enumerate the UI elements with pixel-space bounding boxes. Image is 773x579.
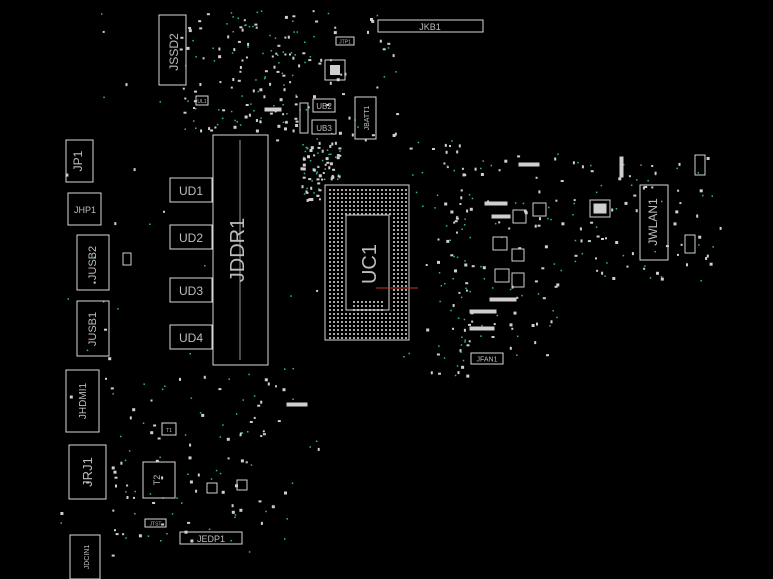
jkb1-label: JKB1 bbox=[419, 22, 441, 32]
connector-jhdmi1: JHDMI1 bbox=[65, 369, 100, 433]
connector-jtp1: JTP1 bbox=[324, 36, 355, 81]
cpu-uc1: UC1 bbox=[324, 184, 418, 341]
uc1-label: UC1 bbox=[359, 244, 381, 284]
memory-chip-ud4: UD4 bbox=[169, 324, 213, 350]
jdcin1-label: JDCIN1 bbox=[84, 545, 91, 570]
chip-ub2: UB2 bbox=[312, 98, 336, 113]
jusb2-label: JUSB2 bbox=[87, 246, 99, 280]
jddr1-label: JDDR1 bbox=[227, 218, 249, 282]
connector-jusb2: JUSB2 bbox=[76, 234, 110, 291]
ub2-label: UB2 bbox=[316, 102, 332, 111]
connector-jdcin1: JDCIN1 bbox=[69, 534, 101, 579]
connector-jedp1: JEDP1 bbox=[179, 531, 243, 545]
connector-jtst: JTST bbox=[144, 518, 167, 528]
ud1-label: UD1 bbox=[179, 184, 203, 198]
ul1-label: UL1 bbox=[197, 99, 206, 105]
memory-chip-ud3: UD3 bbox=[169, 277, 213, 303]
jp1-label: JP1 bbox=[71, 150, 85, 171]
jwlan1-label: JWLAN1 bbox=[646, 198, 660, 246]
connector-jbatt1: JBATT1 bbox=[354, 96, 377, 140]
chip-ub3: UB3 bbox=[311, 119, 337, 135]
jrj1-label: JRJ1 bbox=[80, 457, 95, 487]
t1-label: T1 bbox=[166, 428, 172, 434]
ud4-label: UD4 bbox=[179, 331, 203, 345]
memory-chip-ud1: UD1 bbox=[169, 177, 213, 203]
connector-jkb1: JKB1 bbox=[370, 18, 484, 33]
jusb1-label: JUSB1 bbox=[87, 312, 99, 346]
connector-jusb1: JUSB1 bbox=[76, 300, 110, 357]
jhp1-label: JHP1 bbox=[74, 205, 96, 215]
chip-ul1: UL1 bbox=[195, 95, 209, 106]
small-components bbox=[122, 102, 706, 494]
jbatt1-label: JBATT1 bbox=[364, 106, 371, 131]
jssd2-label: JSSD2 bbox=[167, 33, 181, 71]
ud2-label: UD2 bbox=[179, 231, 203, 245]
jedp1-label: JEDP1 bbox=[197, 534, 225, 544]
connector-jddr1: JDDR1 bbox=[212, 134, 269, 366]
connector-jrj1: JRJ1 bbox=[68, 444, 107, 500]
connector-jfan1: JFAN1 bbox=[470, 352, 504, 365]
connector-jp1: JP1 bbox=[65, 139, 94, 183]
jtp1-label: JTP1 bbox=[339, 40, 351, 46]
jtst-label: JTST bbox=[150, 522, 162, 528]
memory-chip-ud2: UD2 bbox=[169, 224, 213, 250]
transformer-t2: T2 bbox=[142, 461, 176, 499]
jfan1-label: JFAN1 bbox=[476, 357, 497, 364]
jhdmi1-label: JHDMI1 bbox=[78, 383, 89, 420]
t2-label: T2 bbox=[152, 475, 162, 486]
bga-ball-grid bbox=[329, 189, 407, 339]
chip-t1: T1 bbox=[161, 422, 177, 436]
ud3-label: UD3 bbox=[179, 284, 203, 298]
ub3-label: UB3 bbox=[316, 124, 332, 133]
connector-jssd2: JSSD2 bbox=[158, 14, 187, 86]
connector-jwlan1: JWLAN1 bbox=[639, 184, 669, 261]
connector-jhp1: JHP1 bbox=[67, 192, 102, 226]
